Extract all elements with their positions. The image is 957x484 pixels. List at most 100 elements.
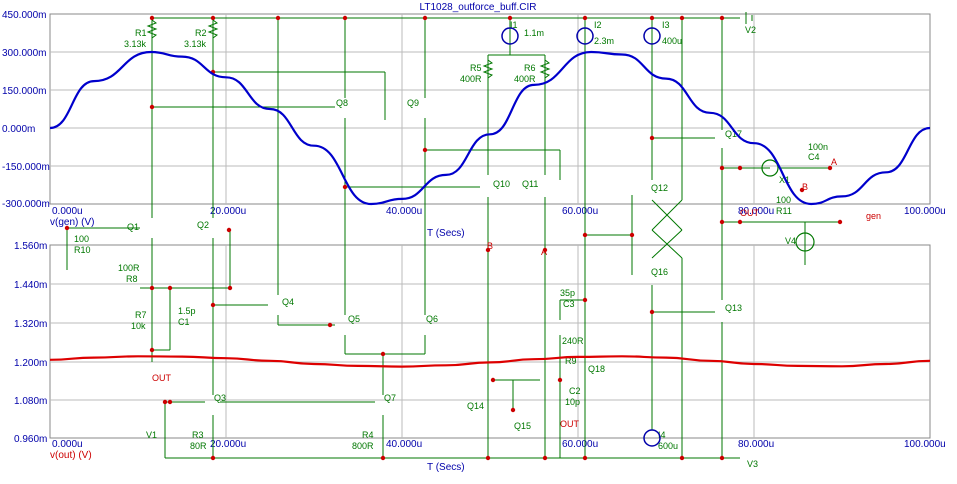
tick-label: 0.960m [14, 434, 47, 445]
top-y-ticks: 450.000m 300.000m 150.000m 0.000m -150.0… [2, 10, 50, 210]
node-dot [649, 135, 655, 141]
node-dot [149, 104, 155, 110]
value-I2: 2.3m [594, 36, 614, 46]
net-label-b: B [802, 182, 808, 192]
bottom-y-ticks: 1.560m 1.440m 1.320m 1.200m 1.080m 0.960… [14, 241, 47, 445]
label-Q14: Q14 [467, 401, 484, 411]
node-dot [679, 15, 685, 21]
label-C2: C2 [569, 386, 581, 396]
label-R2: R2 [195, 28, 207, 38]
value-R8: 100R [118, 263, 140, 273]
net-label-out-3: OUT [740, 208, 760, 218]
node-dot [149, 15, 155, 21]
value-I4: 600u [658, 441, 678, 451]
label-C4: C4 [808, 152, 820, 162]
node-dot [507, 15, 513, 21]
tick-label: 0.000u [52, 439, 83, 450]
node-dot [649, 15, 655, 21]
value-C2: 10p [565, 397, 580, 407]
node-dot [719, 15, 725, 21]
resistor-icon [146, 19, 158, 39]
node-dot [737, 165, 743, 171]
node-dot [719, 219, 725, 225]
resistor-icon [482, 59, 494, 79]
label-Q3: Q3 [214, 393, 226, 403]
value-I1: 1.1m [524, 28, 544, 38]
label-R10: R10 [74, 245, 91, 255]
node-dot [542, 455, 548, 461]
node-dot [719, 455, 725, 461]
node-dot [837, 219, 843, 225]
window-title: LT1028_outforce_buff.CIR [420, 2, 537, 13]
top-x-ticks: 0.000u 20.000u 40.000u 60.000u 80.000u 1… [52, 206, 946, 217]
node-dot [210, 15, 216, 21]
tick-label: 80.000u [738, 439, 774, 450]
resistor-icon [207, 19, 219, 39]
bottom-x-ticks: 0.000u 20.000u 40.000u 60.000u 80.000u 1… [52, 439, 946, 450]
value-R5: 400R [460, 74, 482, 84]
current-source-icon [643, 27, 661, 45]
net-label-a: A [831, 157, 837, 167]
tick-label: -150.000m [2, 162, 50, 173]
value-R11: 100 [776, 195, 791, 205]
label-Q12: Q12 [651, 183, 668, 193]
node-dot [485, 455, 491, 461]
node-dot [210, 455, 216, 461]
node-dot [679, 455, 685, 461]
label-Q10: Q10 [493, 179, 510, 189]
label-C1: C1 [178, 317, 190, 327]
label-R6: R6 [524, 63, 536, 73]
tick-label: 80.000u [738, 206, 774, 217]
tick-label: 0.000u [52, 206, 83, 217]
label-V3: V3 [747, 459, 758, 469]
bottom-x-axis-label: T (Secs) [427, 462, 465, 473]
label-R5: R5 [470, 63, 482, 73]
node-dot [227, 285, 233, 291]
top-x-axis-label: T (Secs) [427, 228, 465, 239]
node-dot [162, 399, 168, 405]
tick-label: 60.000u [562, 439, 598, 450]
tick-label: 1.080m [14, 396, 47, 407]
schematic-wires [66, 17, 840, 459]
label-V4: V4 [785, 236, 796, 246]
node-dot [342, 15, 348, 21]
label-I2: I2 [594, 20, 602, 30]
value-R2: 3.13k [184, 39, 207, 49]
tick-label: 20.000u [210, 439, 246, 450]
value-C1: 1.5p [178, 306, 196, 316]
label-Q13: Q13 [725, 303, 742, 313]
node-dot [210, 302, 216, 308]
net-label-a-2: A [541, 247, 547, 257]
node-dot [64, 225, 70, 231]
node-dot [799, 187, 805, 193]
label-Q11: Q11 [522, 179, 538, 189]
resistor-icon [539, 59, 551, 79]
schematic-nodes [64, 15, 843, 461]
node-dot [582, 297, 588, 303]
tick-label: 1.440m [14, 280, 47, 291]
tick-label: -300.000m [2, 199, 50, 210]
bottom-plot-grid [49, 244, 931, 439]
top-plot-grid [49, 13, 931, 205]
label-R11: R11 [776, 206, 792, 216]
tick-label: 0.000m [2, 124, 35, 135]
value-R9: 240R [562, 336, 584, 346]
node-dot [737, 219, 743, 225]
node-dot [226, 227, 232, 233]
node-dot [167, 285, 173, 291]
label-V1: V1 [146, 430, 157, 440]
tick-label: 1.200m [14, 358, 47, 369]
label-Q2: Q2 [197, 220, 209, 230]
label-Q9: Q9 [407, 98, 419, 108]
label-V2: V2 [745, 25, 756, 35]
label-I4: I4 [658, 430, 666, 440]
label-R8: R8 [126, 274, 138, 284]
label-Q4: Q4 [282, 297, 294, 307]
value-C3: 35p [560, 288, 575, 298]
label-Q16: Q16 [651, 267, 668, 277]
node-dot [167, 399, 173, 405]
tick-label: 40.000u [386, 206, 422, 217]
node-dot [557, 377, 563, 383]
value-I3: 400u [662, 36, 682, 46]
